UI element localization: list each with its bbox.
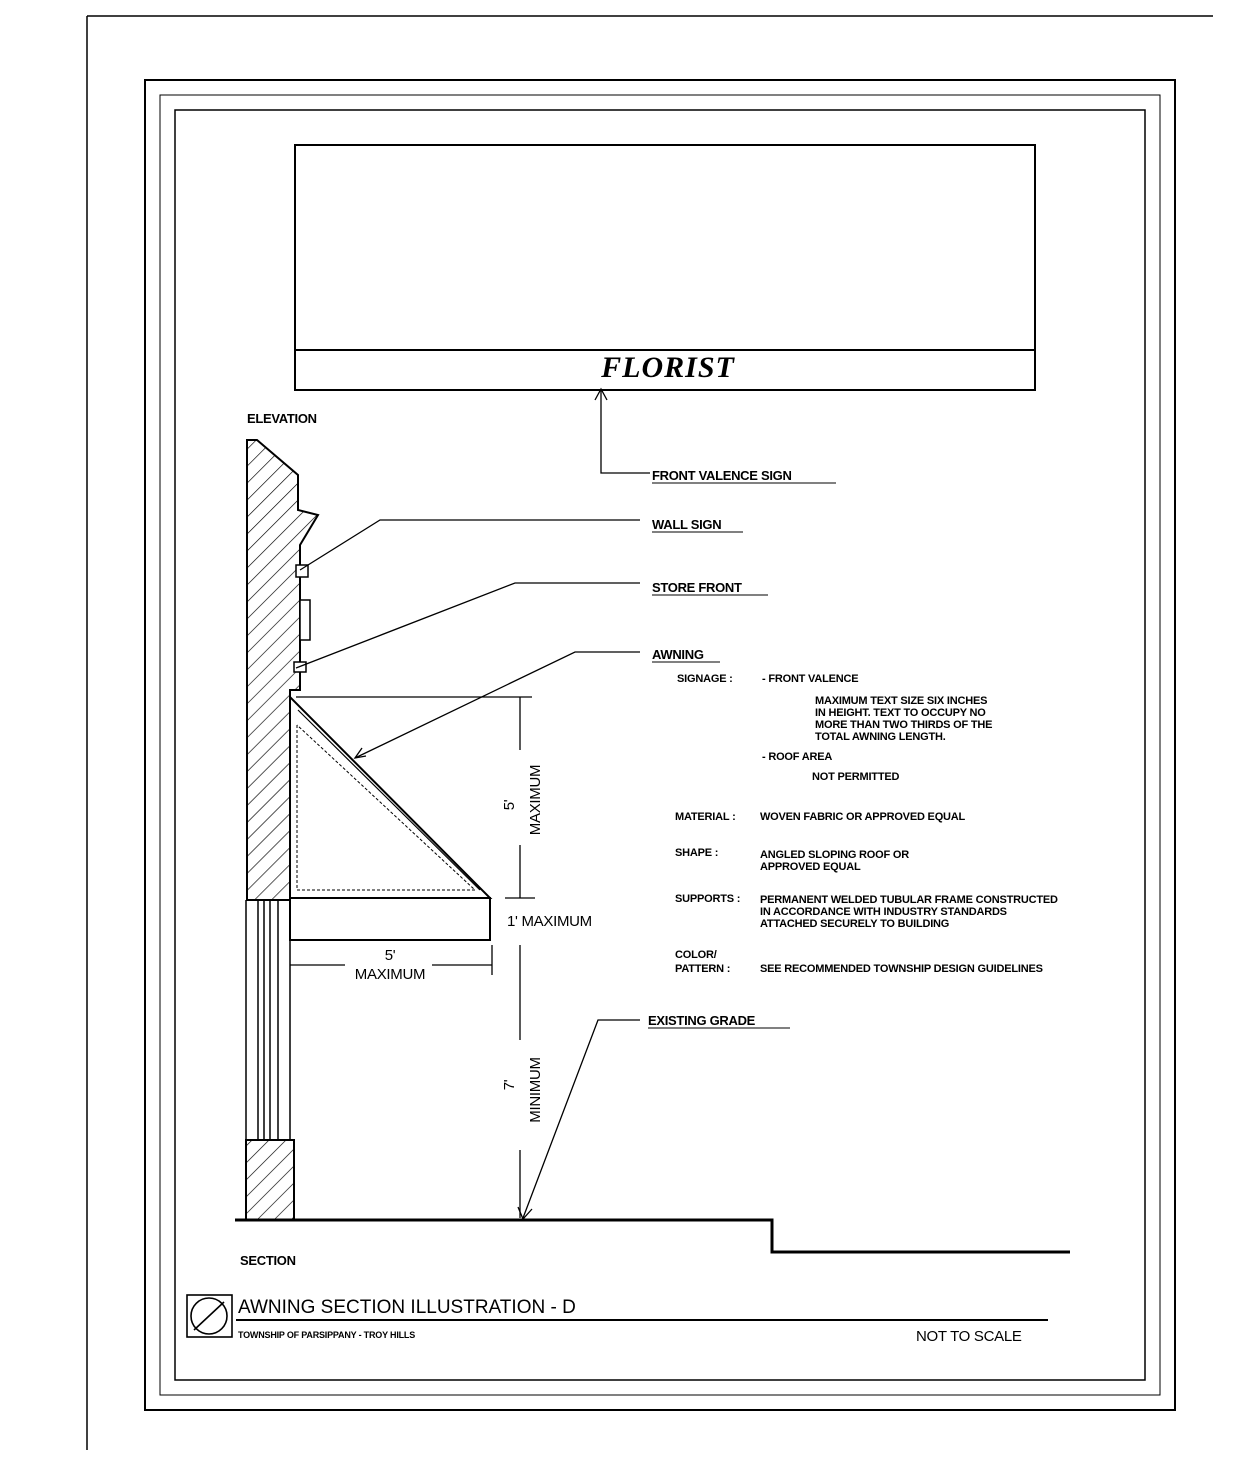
township-name: TOWNSHIP OF PARSIPPANY - TROY HILLS (238, 1330, 415, 1340)
building-wall (245, 439, 320, 1221)
awning-section (289, 694, 493, 941)
projection-value: 5' (385, 947, 396, 964)
roof-area-note: - ROOF AREA (762, 751, 832, 763)
note-line: IN HEIGHT. TEXT TO OCCUPY NO (815, 707, 986, 719)
store-front-callout: STORE FRONT (652, 580, 742, 595)
page-edges (86, 15, 1213, 1450)
wall-sign-leader (299, 519, 640, 571)
existing-grade-line (235, 1218, 1070, 1254)
front-valence-note: - FRONT VALENCE (762, 673, 858, 685)
material-label: MATERIAL : (675, 811, 736, 823)
elevation-awning: FLORIST (294, 144, 1036, 391)
color-pattern-value: SEE RECOMMENDED TOWNSHIP DESIGN GUIDELIN… (760, 963, 1043, 975)
title-block: AWNING SECTION ILLUSTRATION - D TOWNSHIP… (186, 1294, 1048, 1345)
awning-roof-area (294, 144, 1036, 351)
elevation-label: ELEVATION (247, 411, 317, 426)
awning-frame-outer (289, 694, 493, 899)
awning-valence-section (289, 897, 491, 941)
note-line: PERMANENT WELDED TUBULAR FRAME CONSTRUCT… (760, 894, 1058, 906)
front-valence (294, 349, 1036, 391)
section-label: SECTION (240, 1253, 296, 1268)
valence-sign-text: FLORIST (600, 351, 735, 384)
existing-grade-callout: EXISTING GRADE (648, 1013, 756, 1028)
clearance-value: 7' (501, 1079, 518, 1090)
pattern-label: PATTERN : (675, 963, 730, 975)
projection-qualifier: MAXIMUM (355, 966, 425, 983)
shape-label: SHAPE : (675, 847, 718, 859)
color-label: COLOR/ (675, 949, 717, 961)
material-value: WOVEN FABRIC OR APPROVED EQUAL (760, 811, 966, 823)
note-line: ANGLED SLOPING ROOF OR (760, 849, 909, 861)
note-line: ATTACHED SECURELY TO BUILDING (760, 918, 949, 930)
note-line: TOTAL AWNING LENGTH. (815, 731, 946, 743)
note-line: MAXIMUM TEXT SIZE SIX INCHES (815, 695, 987, 707)
roof-area-value: NOT PERMITTED (812, 771, 899, 783)
note-line: IN ACCORDANCE WITH INDUSTRY STANDARDS (760, 906, 1007, 918)
awning-height-value: 5' (501, 799, 518, 810)
supports-label: SUPPORTS : (675, 893, 740, 905)
store-front-leader (295, 582, 640, 669)
existing-grade-leader (522, 1019, 640, 1219)
drawing-title: AWNING SECTION ILLUSTRATION - D (238, 1297, 576, 1318)
dimension-lines (290, 696, 535, 1218)
awning-leader (354, 651, 640, 759)
awning-callout: AWNING (652, 647, 704, 662)
storefront-mullions (245, 899, 291, 1140)
awning-height-qualifier: MAXIMUM (527, 765, 544, 835)
callout-leaders (295, 519, 640, 1221)
signage-label: SIGNAGE : (677, 673, 733, 685)
sheet-border (144, 79, 1176, 1411)
clearance-qualifier: MINIMUM (527, 1057, 544, 1122)
front-valence-leader (594, 387, 650, 474)
valence-height-dimension: 1' MAXIMUM (507, 913, 592, 930)
section-symbol-icon (186, 1294, 233, 1338)
awning-notes: SIGNAGE : - FRONT VALENCE MAXIMUM TEXT S… (675, 673, 1058, 975)
wall-hatch-lower (245, 1139, 295, 1221)
wall-hatch-upper (246, 439, 320, 901)
scale-note: NOT TO SCALE (916, 1328, 1022, 1345)
front-valence-sign-callout: FRONT VALENCE SIGN (652, 468, 792, 483)
note-line: APPROVED EQUAL (760, 861, 861, 873)
awning-frame-inner (296, 724, 477, 891)
note-line: MORE THAN TWO THIRDS OF THE (815, 719, 992, 731)
wall-sign-callout: WALL SIGN (652, 517, 721, 532)
